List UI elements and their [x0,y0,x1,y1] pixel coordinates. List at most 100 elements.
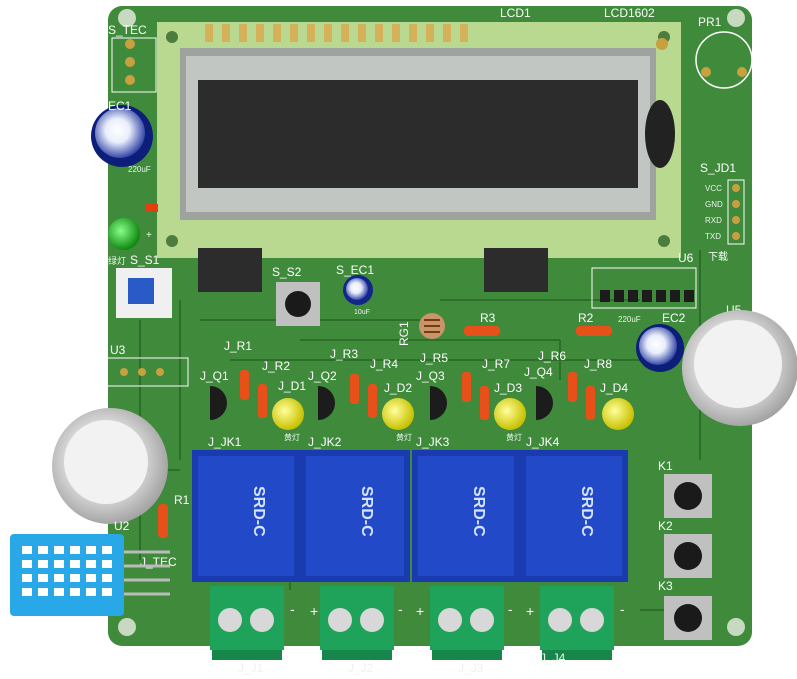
label-j-r2: J_R2 [262,359,290,373]
sign-minus: - [620,601,625,617]
j-r5-resistor [462,372,471,402]
resistor-small [146,204,158,212]
label-k3: K3 [658,579,673,593]
label-lcd1602: LCD1602 [604,6,655,20]
label-s-tec: S_TEC [108,23,147,37]
label-j-r4: J_R4 [370,357,398,371]
lcd-backlight-blob [645,100,675,168]
k2-button-cap [674,542,702,570]
label-j-jk1: J_JK1 [208,435,242,449]
relay-jk3-text: SRD-C [470,486,487,537]
r1-resistor [158,504,168,538]
k1-button-cap [674,482,702,510]
j-r3-resistor [350,374,359,404]
relay-jk4-text: SRD-C [578,486,595,537]
j-r7-resistor [480,386,489,420]
pad [125,75,135,85]
label-j-r7: J_R7 [482,357,510,371]
label-jd-rxd: RXD [705,216,722,225]
relay-jk4: SRD-C [520,450,628,582]
j-d1-led [272,398,304,430]
j-q1-transistor [210,386,227,420]
label-j-jk3: J_JK3 [416,435,450,449]
relay-jk3: SRD-C [412,450,520,582]
label-lcd1: LCD1 [500,6,531,20]
sign-plus: + [526,603,534,619]
r3-resistor [464,326,500,336]
label-jd-txd: TXD [705,232,721,241]
j-d3-led [494,398,526,430]
label-j-r8: J_R8 [584,357,612,371]
s-tec-outline [111,37,157,93]
sign-plus: + [416,603,424,619]
label-j-r1: J_R1 [224,339,252,353]
mounting-hole [118,618,136,636]
label-led-green: 绿灯 [108,255,126,266]
ic-left [198,248,262,292]
label-j-jk2: J_JK2 [308,435,342,449]
label-j-d2: J_D2 [384,381,412,395]
relay-jk2-text: SRD-C [358,486,375,537]
terminal-j1 [210,586,284,660]
label-rg1: RG1 [397,321,411,346]
j-q4-transistor [536,386,553,420]
label-j-j1: J_J1 [238,661,264,675]
s-s2-button-cap [285,291,311,317]
label-j-r5: J_R5 [420,351,448,365]
u6-outline [591,267,697,309]
label-j-d3: J_D3 [494,381,522,395]
pad [125,39,135,49]
pad [732,216,740,224]
label-j-r6: J_R6 [538,349,566,363]
u6-pins [600,290,694,302]
label-ec1-value: 220uF [128,165,151,174]
terminal-j2 [320,586,394,660]
mounting-hole [727,618,745,636]
pad [732,184,740,192]
label-u2: U2 [114,519,130,533]
ic-right [484,248,548,292]
label-jd-vcc: VCC [705,184,722,193]
r2-resistor [576,326,612,336]
s-jd1-header [727,179,745,245]
sign-minus: - [290,601,295,617]
lcd-header-pins [205,24,468,42]
label-jd-gnd: GND [705,200,723,209]
j-r1-resistor [240,370,249,400]
mounting-hole [118,9,136,27]
relay-jk1: SRD-C [192,450,300,582]
sign-minus: - [508,601,513,617]
label-ec1: EC1 [108,99,132,113]
u3-outline [91,357,189,387]
label-j-jk4: J_JK4 [526,435,560,449]
lcd-screen [198,80,638,188]
label-led-yellow-2: 黄灯 [396,432,412,442]
ec1-top [95,108,145,158]
dht-pins [124,550,170,596]
label-u3: U3 [110,343,126,357]
terminal-j4 [540,586,614,660]
label-s-jd1: S_JD1 [700,161,736,175]
label-j-q3: J_Q3 [416,369,445,383]
relay-jk2: SRD-C [300,450,410,582]
j-d4-led [602,398,634,430]
green-led [108,218,140,250]
lcd-hole [166,235,178,247]
j-r8-resistor [586,386,595,420]
label-j-q4: J_Q4 [524,365,553,379]
label-s-ec1: S_EC1 [336,263,374,277]
label-j-q1: J_Q1 [200,369,229,383]
label-s-ec1-value: 10uF [354,309,370,316]
label-jd-download: 下载 [708,251,728,263]
label-led-yellow-1: 黄灯 [284,432,300,442]
label-j-d4: J_D4 [600,381,628,395]
pad [156,368,164,376]
label-ec2: EC2 [662,311,686,325]
pr1-outline [695,31,753,89]
ec2-top [639,327,677,365]
label-j-j4: J_J4 [540,651,566,665]
pad [737,67,747,77]
label-s-s2: S_S2 [272,265,302,279]
sign-plus: + [310,603,318,619]
j-d2-led [382,398,414,430]
